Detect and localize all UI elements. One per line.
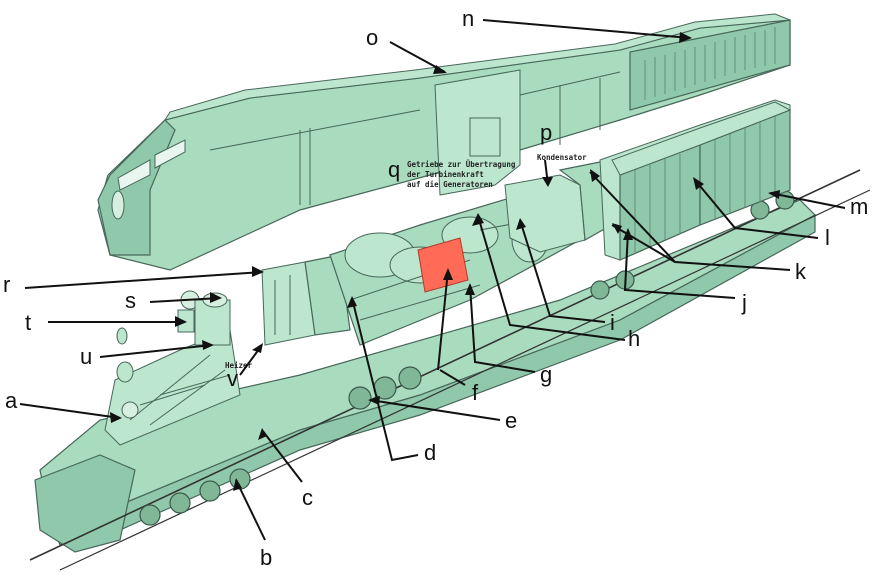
callout-c: c xyxy=(302,485,313,510)
callout-v: v xyxy=(227,366,238,391)
callout-b: b xyxy=(260,545,272,570)
callout-n: n xyxy=(462,6,474,31)
gearbox-label-line3: auf die Generatoren xyxy=(407,180,493,189)
callout-t: t xyxy=(25,310,31,335)
callout-j: j xyxy=(741,290,747,315)
callout-d: d xyxy=(424,440,436,465)
callout-m: m xyxy=(850,194,868,219)
condenser-label: Kondensator xyxy=(537,153,587,162)
callout-l: l xyxy=(825,225,830,250)
callout-s: s xyxy=(125,288,136,313)
heater-label: Heizer xyxy=(225,361,253,370)
callout-f: f xyxy=(472,380,479,405)
callout-a: a xyxy=(5,388,18,413)
callout-u: u xyxy=(80,344,92,369)
callout-q: q xyxy=(388,157,400,182)
callout-e: e xyxy=(505,408,517,433)
callout-h: h xyxy=(628,326,640,351)
upper-body-shell xyxy=(97,13,791,271)
callout-r: r xyxy=(3,272,10,297)
generator-highlight xyxy=(417,237,469,293)
lower-chassis xyxy=(29,99,871,571)
callout-o: o xyxy=(366,25,378,50)
callout-labels: a b c d e f g h i j k l m n o p q r s t … xyxy=(3,6,868,570)
callout-arrowheads xyxy=(110,32,780,491)
callout-i: i xyxy=(610,310,615,335)
callout-g: g xyxy=(540,362,552,387)
callout-p: p xyxy=(540,120,552,145)
gearbox-annotation: Getriebe zur Übertragung der Turbinenkra… xyxy=(407,160,516,189)
gearbox-label-line1: Getriebe zur Übertragung xyxy=(407,160,516,169)
gearbox-label-line2: der Turbinenkraft xyxy=(407,170,484,179)
callout-k: k xyxy=(795,259,807,284)
